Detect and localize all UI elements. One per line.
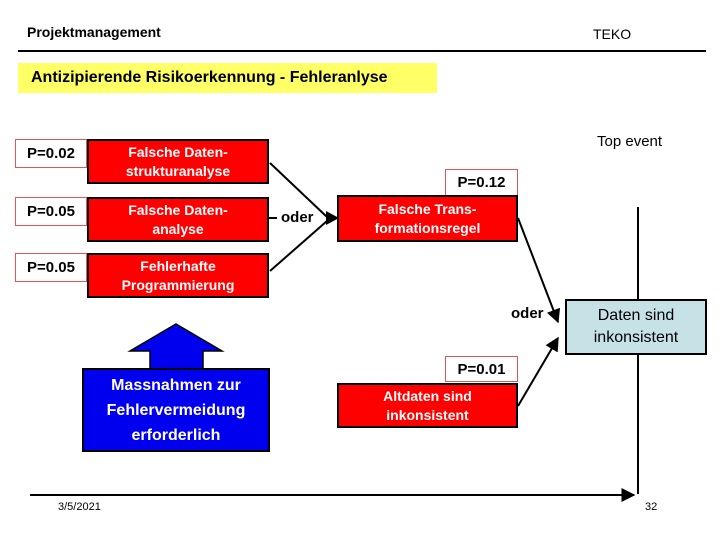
event-text-line: inkonsistent [386, 406, 469, 423]
header-divider [18, 50, 706, 52]
connector-event3-to-or [269, 220, 328, 272]
or-gate-label-left: oder [281, 209, 314, 226]
event-text-line: Programmierung [121, 276, 235, 293]
connector-intermediate-to-top [517, 217, 561, 324]
top-event-label: Top event [597, 133, 663, 150]
connector-event1-to-or [269, 162, 328, 218]
event-text-line: Daten sind [597, 307, 675, 324]
or-gate-label-right: oder [511, 305, 544, 322]
action-text-line: erforderlich [131, 426, 221, 444]
slide-subtitle: Antizipierende Risikoerkennung - Fehlera… [18, 63, 437, 93]
event-text-line: formationsregel [374, 219, 481, 236]
or-left-arrowhead [326, 211, 339, 225]
top-event-box: Daten sind inkonsistent [565, 299, 707, 355]
up-block-arrow [127, 323, 225, 371]
probability-badge-event3: P=0.05 [15, 253, 87, 282]
event-box-transformationsregel: Falsche Trans- formationsregel [337, 195, 518, 242]
probability-value: P=0.01 [457, 360, 506, 378]
event-box-programmierung: Fehlerhafte Programmierung [87, 253, 269, 298]
probability-badge-event2: P=0.05 [15, 197, 87, 226]
connector-olddata-to-top [517, 336, 559, 407]
probability-value: P=0.05 [27, 203, 75, 220]
probability-value: P=0.12 [457, 174, 506, 191]
probability-value: P=0.05 [27, 259, 75, 276]
probability-value: P=0.02 [27, 145, 75, 162]
org-label: TEKO [593, 26, 632, 42]
event-text-line: Fehlerhafte [140, 257, 216, 274]
event-text-line: Altdaten sind [383, 387, 472, 404]
probability-badge-intermediate: P=0.12 [445, 169, 518, 196]
action-text-line: Fehlervermeidung [106, 401, 246, 419]
page-title: Projektmanagement [27, 24, 161, 40]
slide-page-number: 32 [645, 501, 658, 513]
probability-badge-event1: P=0.02 [15, 139, 87, 168]
event-box-datenanalyse: Falsche Daten- analyse [87, 197, 269, 242]
event-text-line: inkonsistent [593, 329, 679, 346]
action-box-massnahmen: Massnahmen zur Fehlervermeidung erforder… [82, 368, 270, 452]
probability-badge-olddata: P=0.01 [445, 356, 518, 382]
slide-date: 3/5/2021 [58, 501, 101, 513]
action-text-line: Massnahmen zur [111, 376, 241, 394]
event-box-altdaten: Altdaten sind inkonsistent [337, 383, 518, 428]
event-text-line: strukturanalyse [125, 162, 231, 179]
event-text-line: Falsche Trans- [378, 200, 477, 217]
event-box-datenstrukturanalyse: Falsche Daten- strukturanalyse [87, 139, 269, 184]
event-text-line: Falsche Daten- [128, 201, 228, 218]
event-text-line: Falsche Daten- [128, 143, 228, 160]
event-text-line: analyse [152, 220, 204, 237]
